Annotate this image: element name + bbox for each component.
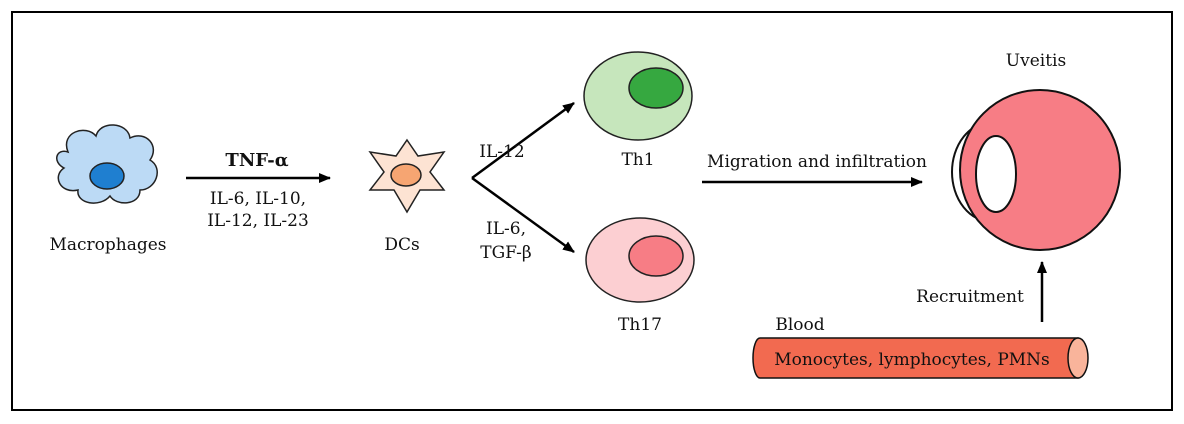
tgf-beta-label: TGF-β (480, 243, 532, 263)
eye-pupil (975, 135, 1017, 213)
eye (951, 89, 1121, 251)
th17-label: Th17 (618, 315, 662, 335)
uveitis-label: Uveitis (1006, 51, 1066, 71)
migration-label: Migration and infiltration (707, 152, 927, 172)
macrophages-label: Macrophages (49, 235, 166, 255)
recruitment-label: Recruitment (916, 287, 1024, 307)
th1-nucleus (628, 67, 684, 109)
vessel-cells-label: Monocytes, lymphocytes, PMNs (774, 350, 1050, 370)
dendritic-cell (368, 138, 446, 214)
vessel-body (752, 337, 1079, 379)
th17-cell (585, 217, 695, 303)
blood-vessel (752, 337, 1089, 379)
macrophage-cell (56, 124, 158, 204)
cytokines-line1-label: IL-6, IL-10, (210, 189, 306, 209)
tnf-alpha-label: TNF-α (225, 150, 288, 171)
th1-label: Th1 (621, 150, 654, 170)
dc-to-th1-arrow (471, 101, 575, 180)
th1-cell (583, 51, 693, 141)
vessel-end-cap (1067, 337, 1089, 379)
cytokines-line2-label: IL-12, IL-23 (207, 211, 309, 231)
il6-label: IL-6, (486, 219, 526, 239)
dc-nucleus (390, 163, 422, 187)
il12-label: IL-12 (479, 142, 524, 162)
macrophage-nucleus (89, 162, 125, 190)
blood-label: Blood (775, 315, 824, 335)
dc-to-th17-arrow (471, 176, 575, 254)
dcs-label: DCs (384, 235, 419, 255)
th17-nucleus (628, 235, 684, 277)
